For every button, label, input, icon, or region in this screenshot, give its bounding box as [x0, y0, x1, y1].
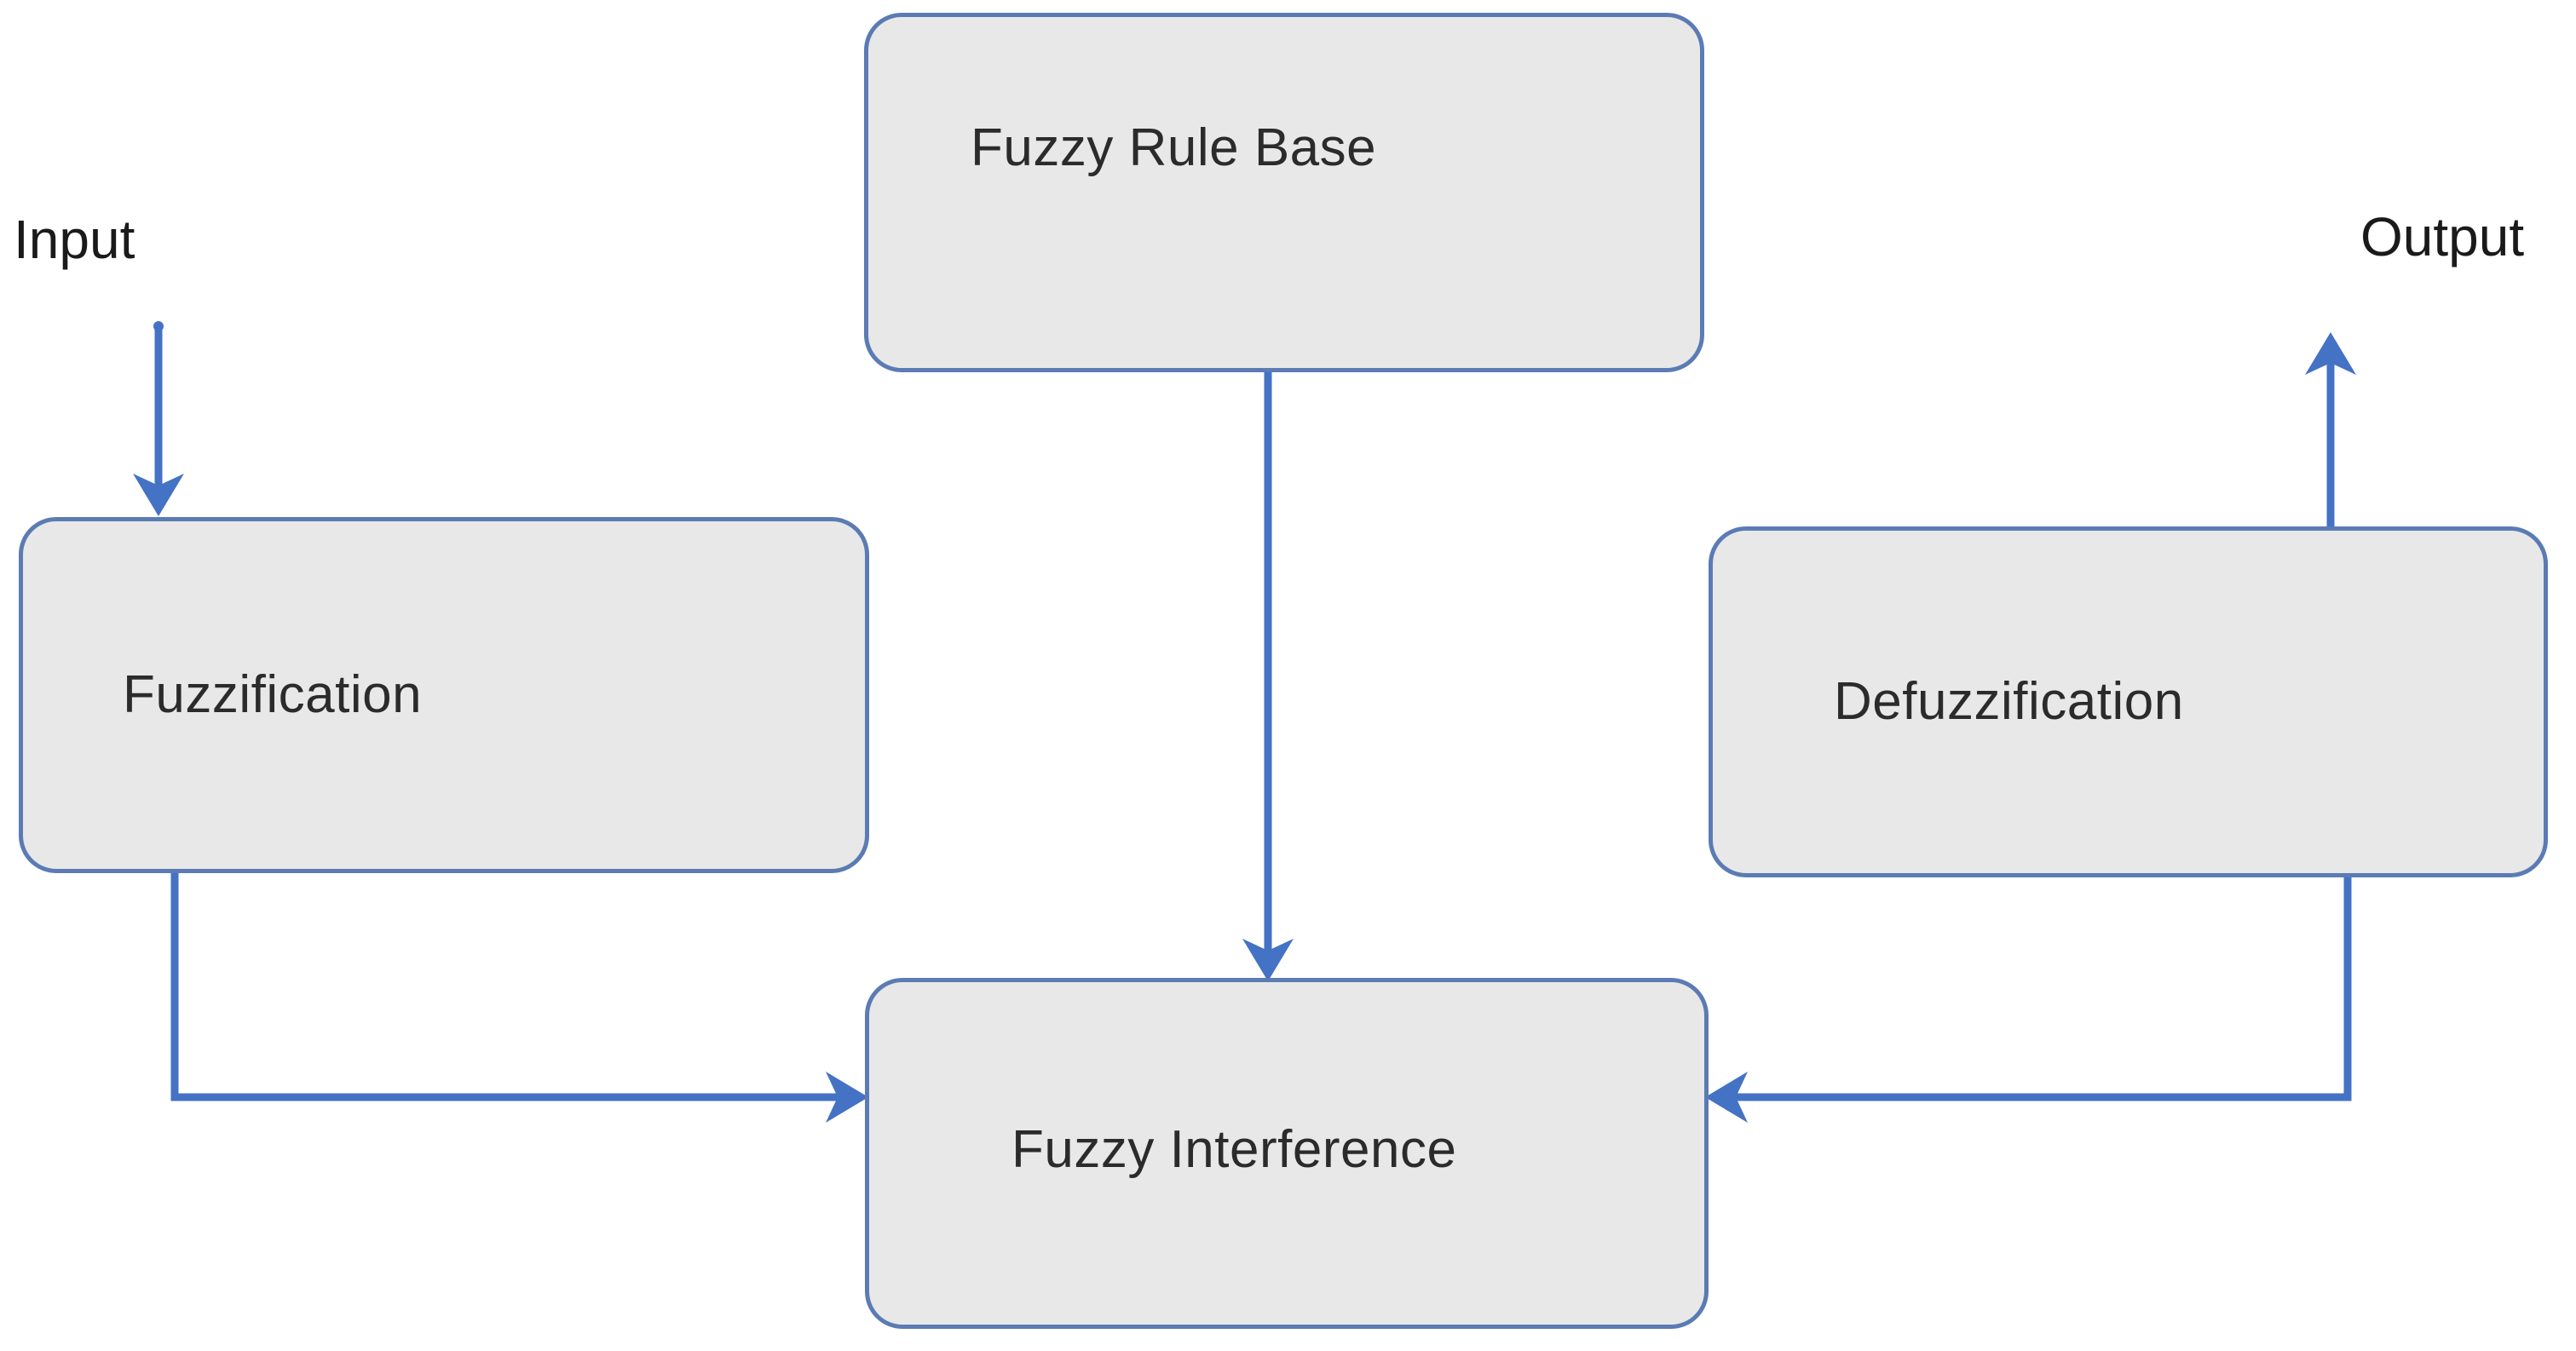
node-fuzzy-rule-base[interactable]: Fuzzy Rule Base — [864, 13, 1704, 372]
node-defuzzification[interactable]: Defuzzification — [1709, 526, 2548, 877]
input-label: Input — [14, 209, 135, 270]
node-fuzzy-rule-base-label: Fuzzy Rule Base — [971, 118, 1377, 177]
connector-input-to-fuzzification — [133, 321, 184, 516]
node-fuzzification[interactable]: Fuzzification — [19, 517, 869, 873]
connector-defuzzification-to-interference — [1705, 877, 2352, 1123]
output-label: Output — [2360, 206, 2525, 267]
connector-rule-base-to-interference — [1242, 372, 1294, 981]
node-fuzzy-interference[interactable]: Fuzzy Interference — [865, 978, 1709, 1329]
connector-defuzzification-to-output — [2305, 332, 2356, 526]
connector-fuzzification-to-interference — [170, 873, 868, 1123]
node-fuzzy-interference-label: Fuzzy Interference — [1011, 1120, 1457, 1179]
node-fuzzification-label: Fuzzification — [123, 664, 423, 724]
node-defuzzification-label: Defuzzification — [1834, 671, 2184, 731]
